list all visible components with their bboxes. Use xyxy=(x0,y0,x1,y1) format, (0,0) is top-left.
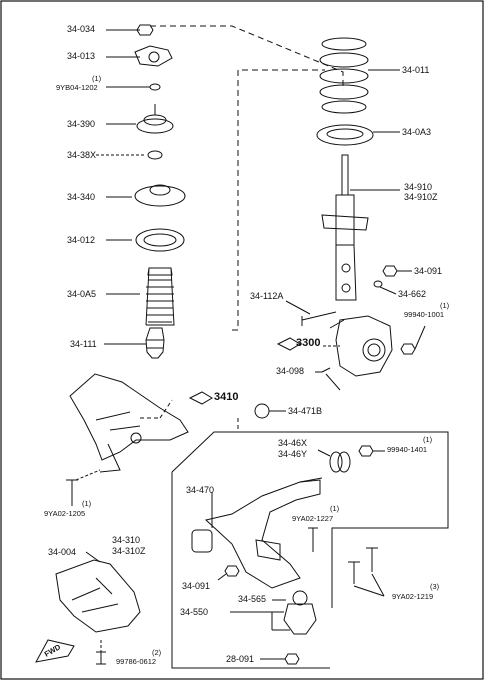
label-3300: 3300 xyxy=(296,337,321,349)
rubber-seat-inner xyxy=(143,233,177,247)
label-34-013: 34-013 xyxy=(67,51,96,61)
bolts-9ya02-1219 xyxy=(348,547,378,584)
nut-34-091-top xyxy=(382,265,398,277)
label-34-471b: 34-471B xyxy=(288,406,323,416)
steering-knuckle xyxy=(329,315,393,377)
label-34-091-top: 34-091 xyxy=(414,266,443,276)
bolt-34-098 xyxy=(321,367,341,391)
rubber-seat xyxy=(135,228,185,252)
shock-absorber xyxy=(321,154,369,301)
leader-1219-a xyxy=(353,585,385,597)
label-28-091: 28-091 xyxy=(226,654,255,664)
nut-99940-1401 xyxy=(358,445,374,457)
leader-3410-b xyxy=(159,399,173,419)
lower-spring-seat xyxy=(316,124,374,146)
crossmember xyxy=(69,373,189,473)
label-34-340: 34-340 xyxy=(67,192,96,202)
qty-9yb04: (1) xyxy=(92,74,102,83)
bolt-99786 xyxy=(96,651,106,665)
control-arm xyxy=(191,477,323,589)
leader-34-112a xyxy=(285,300,311,315)
arrow-3410 xyxy=(188,391,213,405)
bushing-34-471b xyxy=(254,403,270,419)
label-34-550: 34-550 xyxy=(180,607,209,617)
mount-plate xyxy=(134,45,173,67)
qty-99940-1001: (1) xyxy=(440,301,450,310)
label-34-470: 34-470 xyxy=(186,485,215,495)
label-34-38x: 34-38X xyxy=(67,150,97,160)
qty-9ya02-1205: (1) xyxy=(82,499,92,508)
control-arm-frame-bottom xyxy=(171,472,330,669)
label-99940-1401: 99940-1401 xyxy=(387,445,428,454)
label-34-0a3: 34-0A3 xyxy=(402,127,432,137)
upper-mount xyxy=(136,118,174,134)
label-34-46x: 34-46X xyxy=(278,438,308,448)
dash-1205 xyxy=(75,469,101,481)
label-9yb04: 9YB04-1202 xyxy=(56,83,98,92)
leader-99940-1001 xyxy=(414,325,426,350)
mount-plate-hole xyxy=(148,51,160,63)
spring-seat xyxy=(134,185,186,207)
nut-99940-1001 xyxy=(400,343,416,355)
label-9ya02-1205: 9YA02-1205 xyxy=(44,509,86,518)
bolt-9ya02-1205 xyxy=(66,479,78,506)
control-arm-frame xyxy=(171,431,449,608)
label-34-004: 34-004 xyxy=(48,547,77,557)
assembly-dash-top xyxy=(150,25,344,90)
bolt-9ya02-1227 xyxy=(308,527,318,552)
washer-34-662 xyxy=(373,280,383,288)
ball-joint xyxy=(283,590,317,635)
nut-28-091 xyxy=(284,653,300,665)
label-9ya02-1227: 9YA02-1227 xyxy=(292,514,334,523)
label-34-46y: 34-46Y xyxy=(278,449,308,459)
label-34-910: 34-910 xyxy=(404,182,433,192)
lower-spring-seat-inner xyxy=(326,128,364,140)
dust-boot xyxy=(145,267,175,326)
label-34-0a5: 34-0A5 xyxy=(67,289,97,299)
leader-34-091-low xyxy=(217,573,227,581)
qty-9ya02-1219: (3) xyxy=(430,582,440,591)
label-34-310: 34-310 xyxy=(112,535,141,545)
fwd-arrow xyxy=(35,639,75,663)
leader-34-662 xyxy=(379,286,397,295)
arrow-3300 xyxy=(276,337,301,351)
assembly-dash-mid xyxy=(232,69,325,331)
bolt-9yb04 xyxy=(149,83,161,91)
qty-9ya02-1227: (1) xyxy=(330,504,340,513)
label-99786-0612: 99786-0612 xyxy=(116,657,157,666)
bushing-34-46x xyxy=(329,451,351,473)
collar xyxy=(147,150,163,160)
label-34-565: 34-565 xyxy=(238,594,267,604)
spring-seat-hub xyxy=(149,184,171,196)
leader-34-46x xyxy=(317,449,331,457)
qty-99786-0612: (2) xyxy=(152,648,162,657)
label-34-011: 34-011 xyxy=(402,65,430,75)
label-99940-1001: 99940-1001 xyxy=(404,310,445,319)
label-34-111: 34-111 xyxy=(70,339,97,349)
label-34-910z: 34-910Z xyxy=(404,192,438,202)
leader-34-004 xyxy=(85,551,101,563)
coil-spring xyxy=(319,37,369,114)
nut-34-091-low xyxy=(224,565,240,577)
bolt-34-112a xyxy=(301,311,337,326)
label-34-012: 34-012 xyxy=(67,235,96,245)
label-34-091-low: 34-091 xyxy=(182,581,211,591)
qty-99940-1401: (1) xyxy=(423,435,433,444)
leader-1219-b xyxy=(371,573,385,597)
label-9ya02-1219: 9YA02-1219 xyxy=(392,592,434,601)
label-34-390: 34-390 xyxy=(67,119,96,129)
label-34-034: 34-034 xyxy=(67,24,96,34)
nut-34-034 xyxy=(136,24,154,36)
label-34-662: 34-662 xyxy=(398,289,427,299)
label-34-112a: 34-112A xyxy=(250,291,284,301)
label-34-098: 34-098 xyxy=(276,366,305,376)
splash-guard xyxy=(55,559,141,633)
bump-stopper xyxy=(145,327,165,359)
label-34-310z: 34-310Z xyxy=(112,546,146,556)
label-3410: 3410 xyxy=(214,391,239,403)
